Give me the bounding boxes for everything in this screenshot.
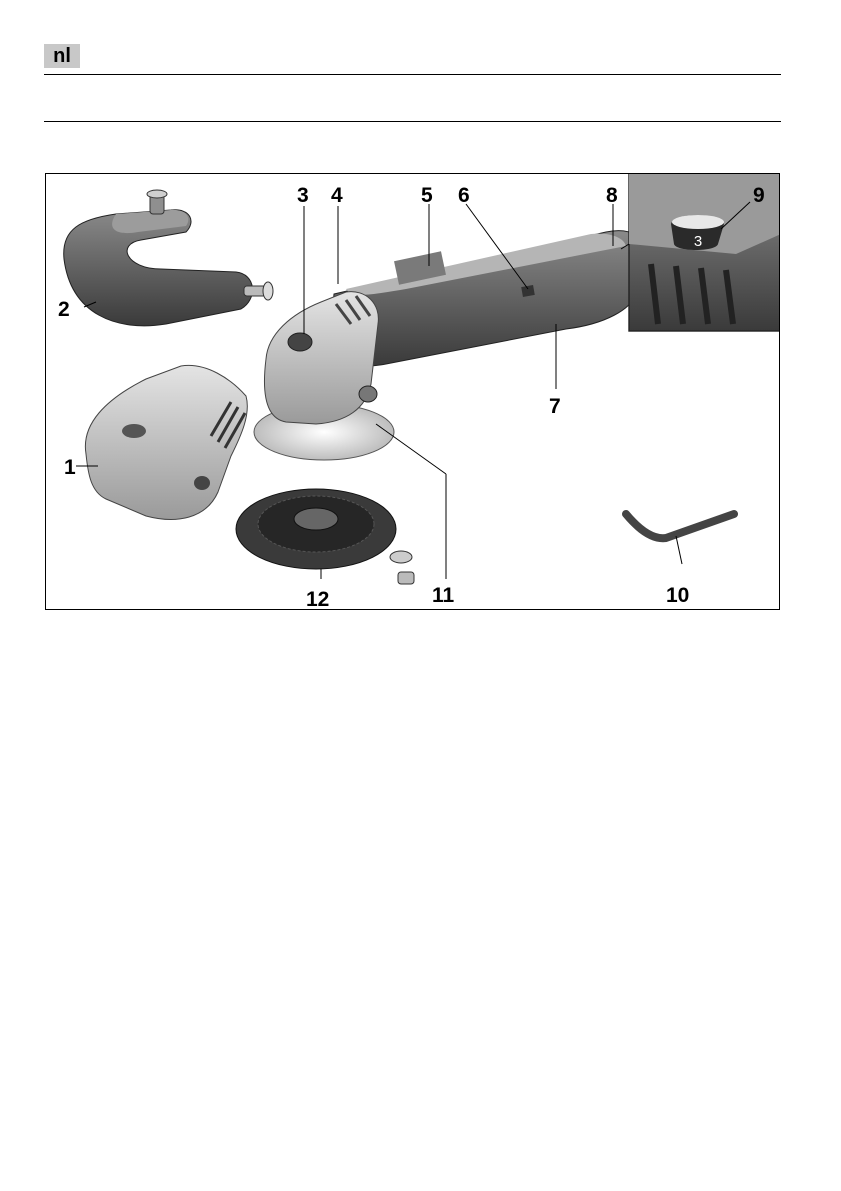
callout-8: 8	[606, 184, 618, 207]
bow-handle-part	[64, 190, 273, 326]
callout-9: 9	[753, 184, 765, 207]
callout-2: 2	[58, 298, 70, 321]
callout-11: 11	[432, 584, 455, 607]
callout-1: 1	[64, 456, 76, 479]
hand-guard-part	[85, 365, 247, 519]
tool-illustration: 3 1 2	[45, 173, 780, 610]
hex-key	[626, 514, 734, 538]
illustration-canvas: 3 1 2	[46, 174, 780, 610]
callout-3: 3	[297, 184, 309, 207]
language-badge: nl	[44, 44, 80, 68]
callout-6: 6	[458, 184, 470, 207]
callout-10: 10	[666, 584, 689, 607]
callout-5: 5	[421, 184, 433, 207]
backing-plate	[236, 489, 414, 584]
header-rule-bottom	[44, 121, 781, 122]
callout-7: 7	[549, 395, 561, 418]
callout-12: 12	[306, 588, 329, 610]
header-rule-top	[44, 74, 781, 75]
dial-setting-label: 3	[694, 233, 702, 250]
callout-4: 4	[331, 184, 343, 207]
